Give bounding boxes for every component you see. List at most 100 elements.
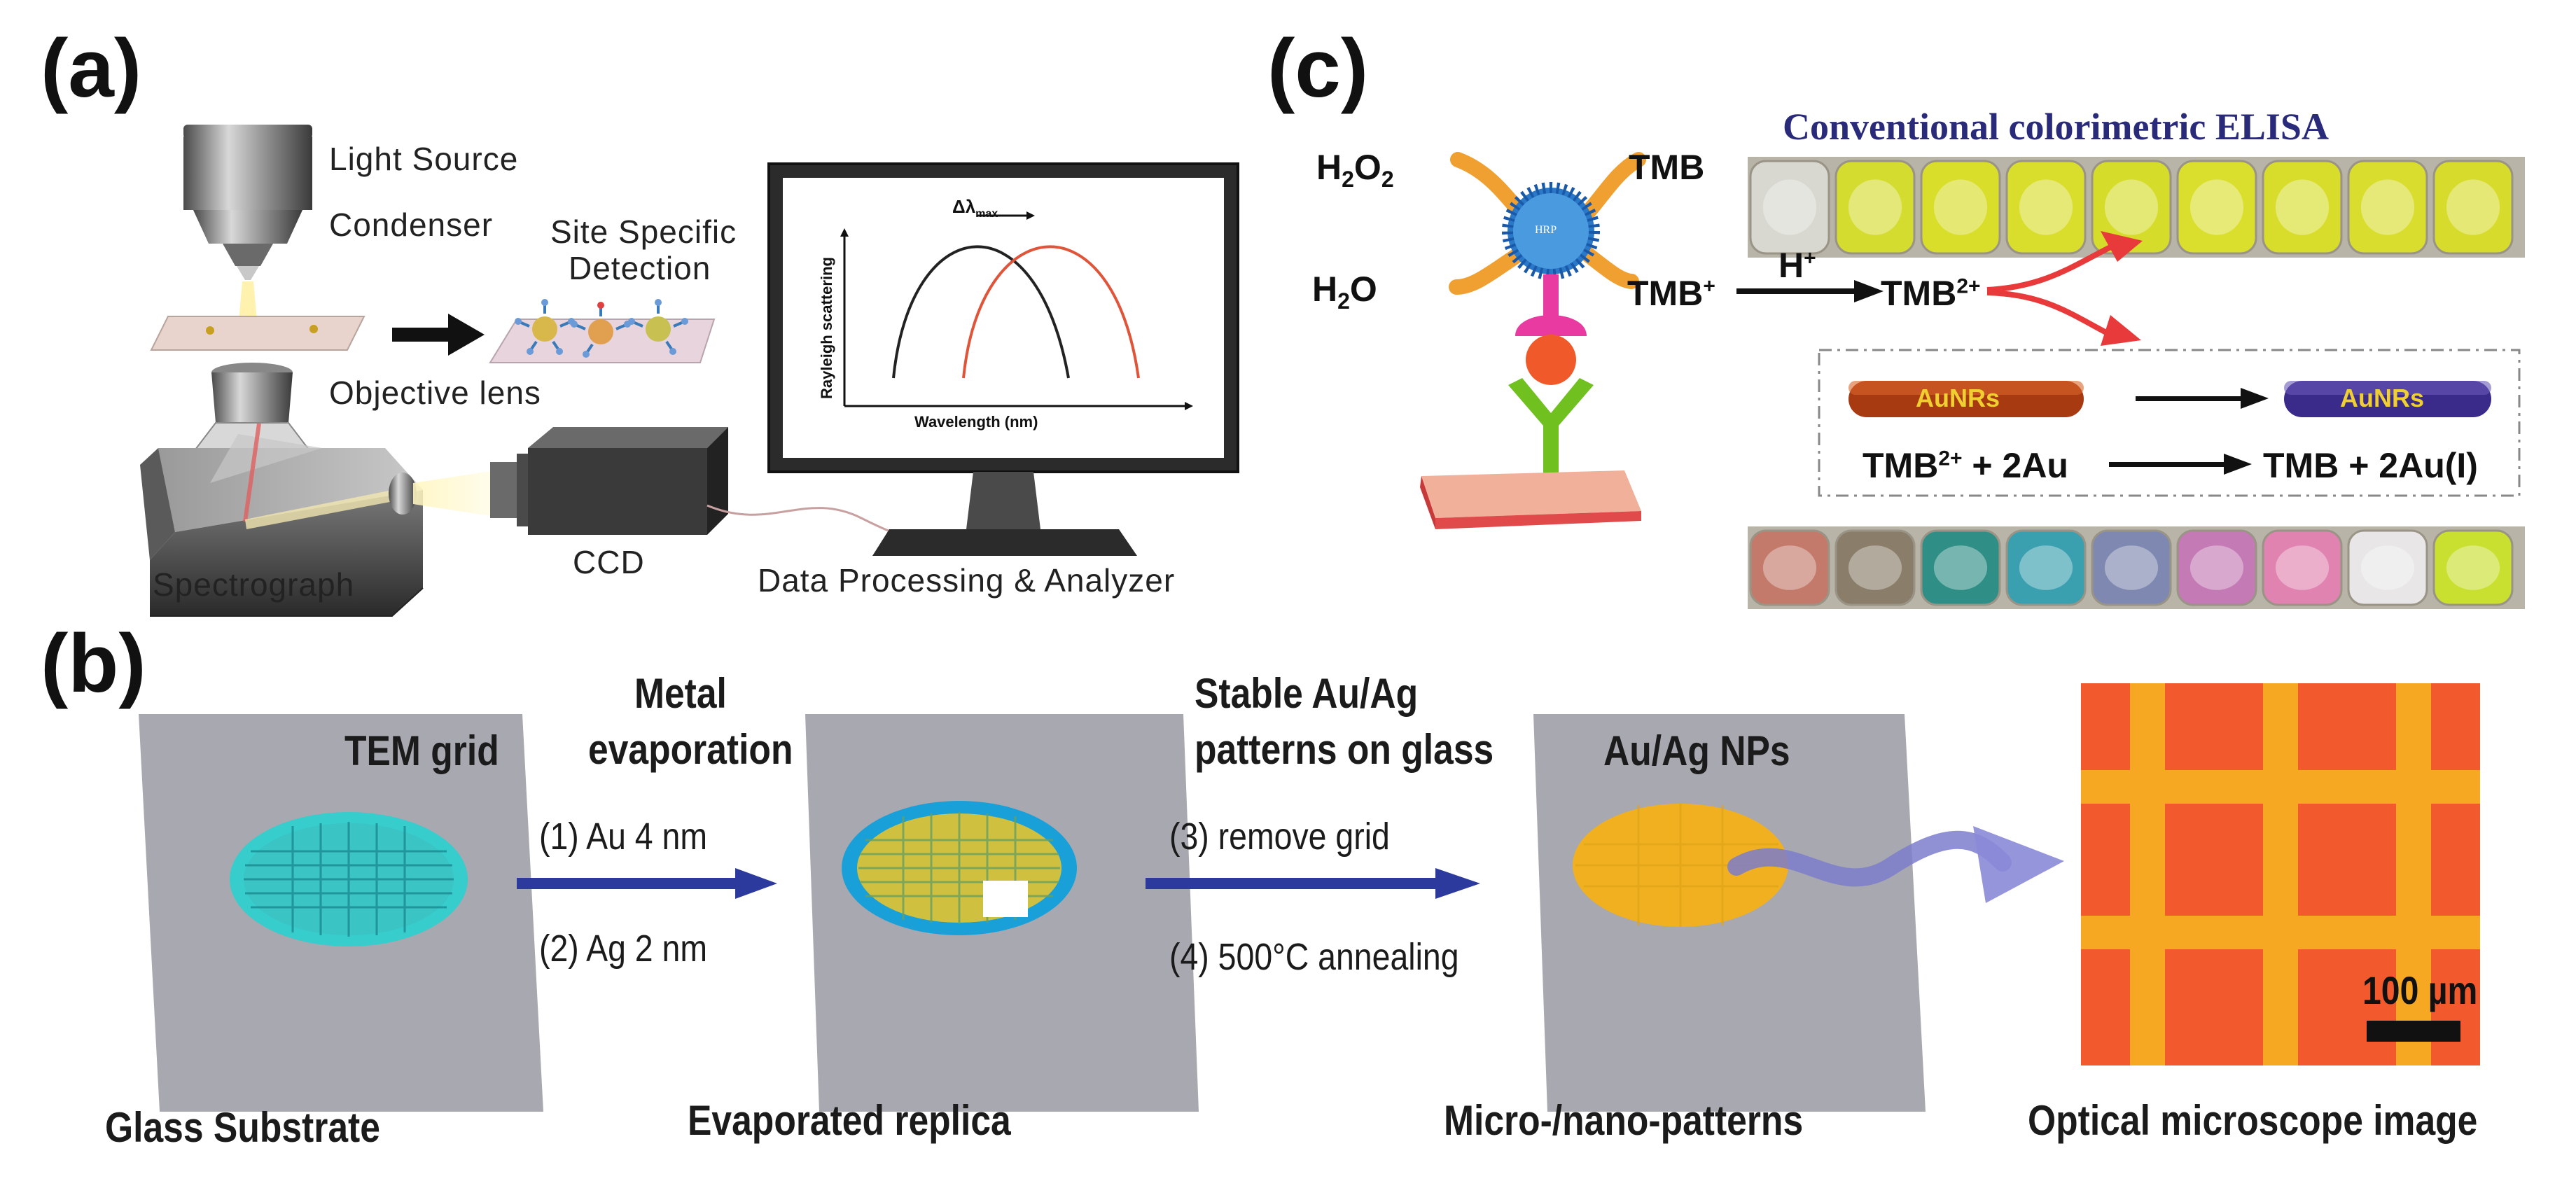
condenser-illustration: [183, 125, 312, 329]
bottom-well: [2005, 529, 2087, 606]
equation-left: TMB2+ + 2Au: [1863, 446, 2068, 485]
split-arrows: [1986, 231, 2143, 346]
light-source-label: Light Source: [329, 141, 519, 177]
tmb-label: TMB: [1629, 148, 1705, 187]
h-plus-label: H+: [1778, 246, 1816, 285]
well-highlight: [1933, 179, 1988, 235]
condenser-label: Condenser: [329, 207, 494, 243]
evaporation-label: evaporation: [588, 726, 793, 773]
well-highlight: [2446, 179, 2500, 235]
glass-substrate-1: [139, 714, 543, 1112]
tem-grid-lines: [244, 822, 454, 937]
caption-micro-nano-patterns: Micro-/nano-patterns: [1444, 1097, 1804, 1144]
ccd-label: CCD: [573, 544, 645, 580]
equation-arrow: [2109, 454, 2252, 475]
caption-evaporated-replica: Evaporated replica: [688, 1097, 1011, 1144]
au-ag-nps-label: Au/Ag NPs: [1603, 727, 1790, 774]
glass-substrate-2: [805, 714, 1199, 1112]
monitor-chart: [840, 211, 1193, 410]
bottom-well: [2176, 529, 2257, 606]
step3-label: (3) remove grid: [1169, 816, 1390, 858]
bottom-well: [2091, 529, 2172, 606]
elisa-title: Conventional colorimetric ELISA: [1783, 106, 2329, 148]
well-highlight: [1848, 179, 1902, 235]
bottom-well: [1834, 529, 1916, 606]
spectrograph-box: [140, 423, 424, 617]
hrp-enzyme: [1449, 152, 1646, 295]
bottom-well: [1749, 529, 1830, 606]
well-highlight: [2275, 179, 2330, 235]
step2-label: (2) Ag 2 nm: [539, 928, 708, 970]
chart-series-before: [892, 245, 1070, 379]
scale-bar: [2367, 1021, 2460, 1042]
scale-bar-label: 100 µm: [2362, 968, 2478, 1012]
panel-a-label: (a): [41, 22, 142, 115]
light-beam: [413, 469, 504, 518]
bottom-well: [1920, 529, 2001, 606]
well-highlight: [2446, 545, 2500, 590]
equation-right: TMB + 2Au(I): [2263, 446, 2478, 485]
bottom-well: [2432, 529, 2514, 606]
optical-microscope-image: [2081, 683, 2480, 1065]
wavy-arrow: [1727, 826, 2064, 903]
panel-b-label: (b): [41, 617, 146, 710]
top-well: [2347, 160, 2428, 255]
site-specific-label: Site Specific: [550, 214, 737, 250]
top-well: [1834, 160, 1916, 255]
panel-c-label: (c): [1267, 22, 1369, 115]
chart-ylabel: Rayleigh scattering: [818, 257, 835, 399]
top-well: [2091, 160, 2172, 255]
stable-label-1: Stable Au/Ag: [1195, 670, 1419, 717]
chart-shift-label: Δλmax: [952, 196, 998, 221]
aunr-dashed-box: [1818, 349, 2521, 497]
well-highlight: [2360, 179, 2415, 235]
well-highlight: [1848, 545, 1902, 590]
metal-label: Metal: [634, 670, 727, 717]
top-well: [1749, 160, 1830, 255]
slide-arrow: [392, 314, 485, 356]
stable-label-2: patterns on glass: [1195, 726, 1494, 773]
bottom-well: [2347, 529, 2428, 606]
monitor: [767, 162, 1239, 556]
top-well: [2005, 160, 2087, 255]
top-well: [2176, 160, 2257, 255]
top-well: [2262, 160, 2343, 255]
well-highlight: [2019, 179, 2073, 235]
bottom-wells: [1749, 529, 2514, 606]
process-arrow-2: [1146, 868, 1480, 899]
well-highlight: [2275, 545, 2330, 590]
top-wells: [1749, 160, 2514, 255]
replica-grid-lines: [858, 812, 1060, 924]
nanoparticle-2: [571, 302, 631, 358]
tem-grid-label: TEM grid: [344, 727, 499, 774]
np-grid-lines: [1575, 804, 1785, 927]
well-highlight: [2189, 545, 2244, 590]
aunr-arrow: [2136, 388, 2269, 409]
well-highlight: [1762, 545, 1817, 590]
nanoparticle-1: [515, 299, 575, 355]
reaction-arrow: [1736, 280, 1884, 302]
nanoparticle-3: [628, 299, 688, 355]
glass-substrate-3: [1533, 714, 1926, 1112]
h2o2-label: H2O2: [1316, 148, 1394, 192]
h2o-label: H2O: [1312, 270, 1377, 314]
aunr-label-before: AuNRs: [1916, 384, 2000, 412]
spectrograph-label: Spectrograph: [153, 566, 355, 603]
site-detection-slide: [489, 299, 716, 363]
data-processing-label: Data Processing & Analyzer: [758, 562, 1176, 599]
well-highlight: [1762, 179, 1817, 235]
top-well: [1920, 160, 2001, 255]
objective-lens-label: Objective lens: [329, 375, 541, 411]
microscope-squares: [2081, 683, 2480, 1065]
well-highlight: [2189, 179, 2244, 235]
chart-xlabel: Wavelength (nm): [914, 413, 1038, 431]
sample-slide: [150, 316, 365, 351]
step4-label: (4) 500°C annealing: [1169, 936, 1459, 978]
caption-optical-microscope: Optical microscope image: [2028, 1097, 2478, 1144]
tmb2-label: TMB2+: [1881, 274, 1981, 313]
well-highlight: [2360, 545, 2415, 590]
well-highlight: [2104, 179, 2159, 235]
tmb-plus-label: TMB+: [1627, 274, 1715, 313]
